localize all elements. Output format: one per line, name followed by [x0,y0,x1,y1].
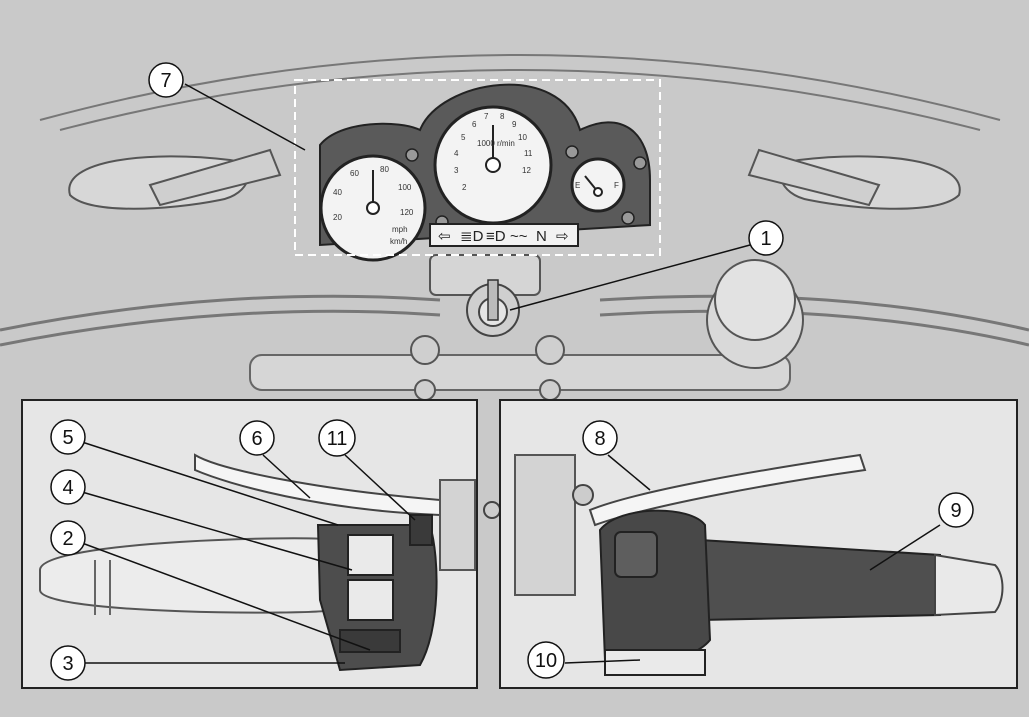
passing-switch [409,514,433,546]
engine-stop-switch [614,531,658,578]
tach-number: 2 [462,183,467,192]
tach-number: 6 [472,120,477,129]
handlebar-rear [0,294,1029,347]
ignition-switch [429,254,541,337]
turn-signal-switch [339,629,401,653]
svg-text:1: 1 [760,228,771,250]
callout-7: 7 [148,62,184,98]
tach-number: 5 [461,133,466,142]
svg-text:2: 2 [62,528,73,550]
speed-number: 120 [400,208,414,217]
svg-text:10: 10 [535,650,557,672]
callout-8: 8 [582,420,618,456]
high-beam-indicator-icon: ≣D [460,228,484,245]
callout-11: 11 [318,419,356,457]
oil-pressure-indicator-icon: ~~ [510,228,528,245]
tach-unit: 1000 r/min [477,139,515,148]
right-inset-panel [499,399,1018,689]
callout-4: 4 [50,469,86,505]
speed-number: 60 [350,169,359,178]
ignition-key [487,279,499,321]
top-clamp [249,335,791,401]
tach-number: 4 [454,149,459,158]
turn-right-indicator-icon: ⇨ [556,228,569,245]
speed-unit-mph: mph [392,225,408,234]
starter-button [604,649,706,676]
cluster-dashed-outline [294,79,661,256]
speedometer: 20 40 60 80 100 120 mph km/h [319,154,427,262]
speed-number: 40 [333,188,342,197]
tach-number: 11 [524,149,533,158]
callout-2: 2 [50,520,86,556]
tach-number: 7 [484,112,489,121]
mirror-left [68,148,282,210]
svg-text:8: 8 [594,428,605,450]
brake-reservoir [706,259,804,369]
svg-text:4: 4 [62,477,73,499]
turn-left-indicator-icon: ⇦ [438,228,451,245]
front-brake-lever [588,453,867,527]
callout-6: 6 [239,420,275,456]
tachometer: 2 3 4 5 6 7 8 9 10 11 12 1000 r/min [433,105,553,225]
tach-number: 9 [512,120,517,129]
svg-text:7: 7 [160,70,171,92]
fuel-empty-label: E [575,181,580,190]
callout-3: 3 [50,645,86,681]
horn-button [347,579,394,621]
indicator-strip: ⇦ ≣D ≡D ~~ N ⇨ [429,223,579,247]
speed-number: 80 [380,165,389,174]
instrument-cluster: 20 40 60 80 100 120 mph km/h 2 3 4 5 6 7… [294,79,661,262]
callout-1: 1 [748,220,784,256]
clutch-lever-clamp [439,479,476,571]
brake-master-cylinder [514,454,576,596]
throttle-grip [699,538,941,622]
svg-text:5: 5 [62,427,73,449]
fuel-gauge: E F [570,157,626,213]
tach-number: 3 [454,166,459,175]
tach-number: 8 [500,112,505,121]
leader-lines [81,83,941,664]
callout-10: 10 [527,641,565,679]
speed-number: 100 [398,183,412,192]
speed-unit-kmh: km/h [390,237,407,246]
speed-number: 20 [333,213,342,222]
fuel-full-label: F [614,181,619,190]
svg-text:11: 11 [327,428,348,450]
headlight-dimmer-switch [347,534,394,576]
svg-text:6: 6 [251,428,262,450]
tach-number: 10 [518,133,527,142]
left-inset-panel [21,399,501,689]
callout-5: 5 [50,419,86,455]
svg-text:3: 3 [62,653,73,675]
low-beam-indicator-icon: ≡D [486,228,506,245]
mirror-right [747,148,961,210]
neutral-indicator-icon: N [536,228,547,245]
callout-9: 9 [938,492,974,528]
grip-end [934,553,1004,617]
tach-number: 12 [522,166,531,175]
svg-text:9: 9 [950,500,961,522]
